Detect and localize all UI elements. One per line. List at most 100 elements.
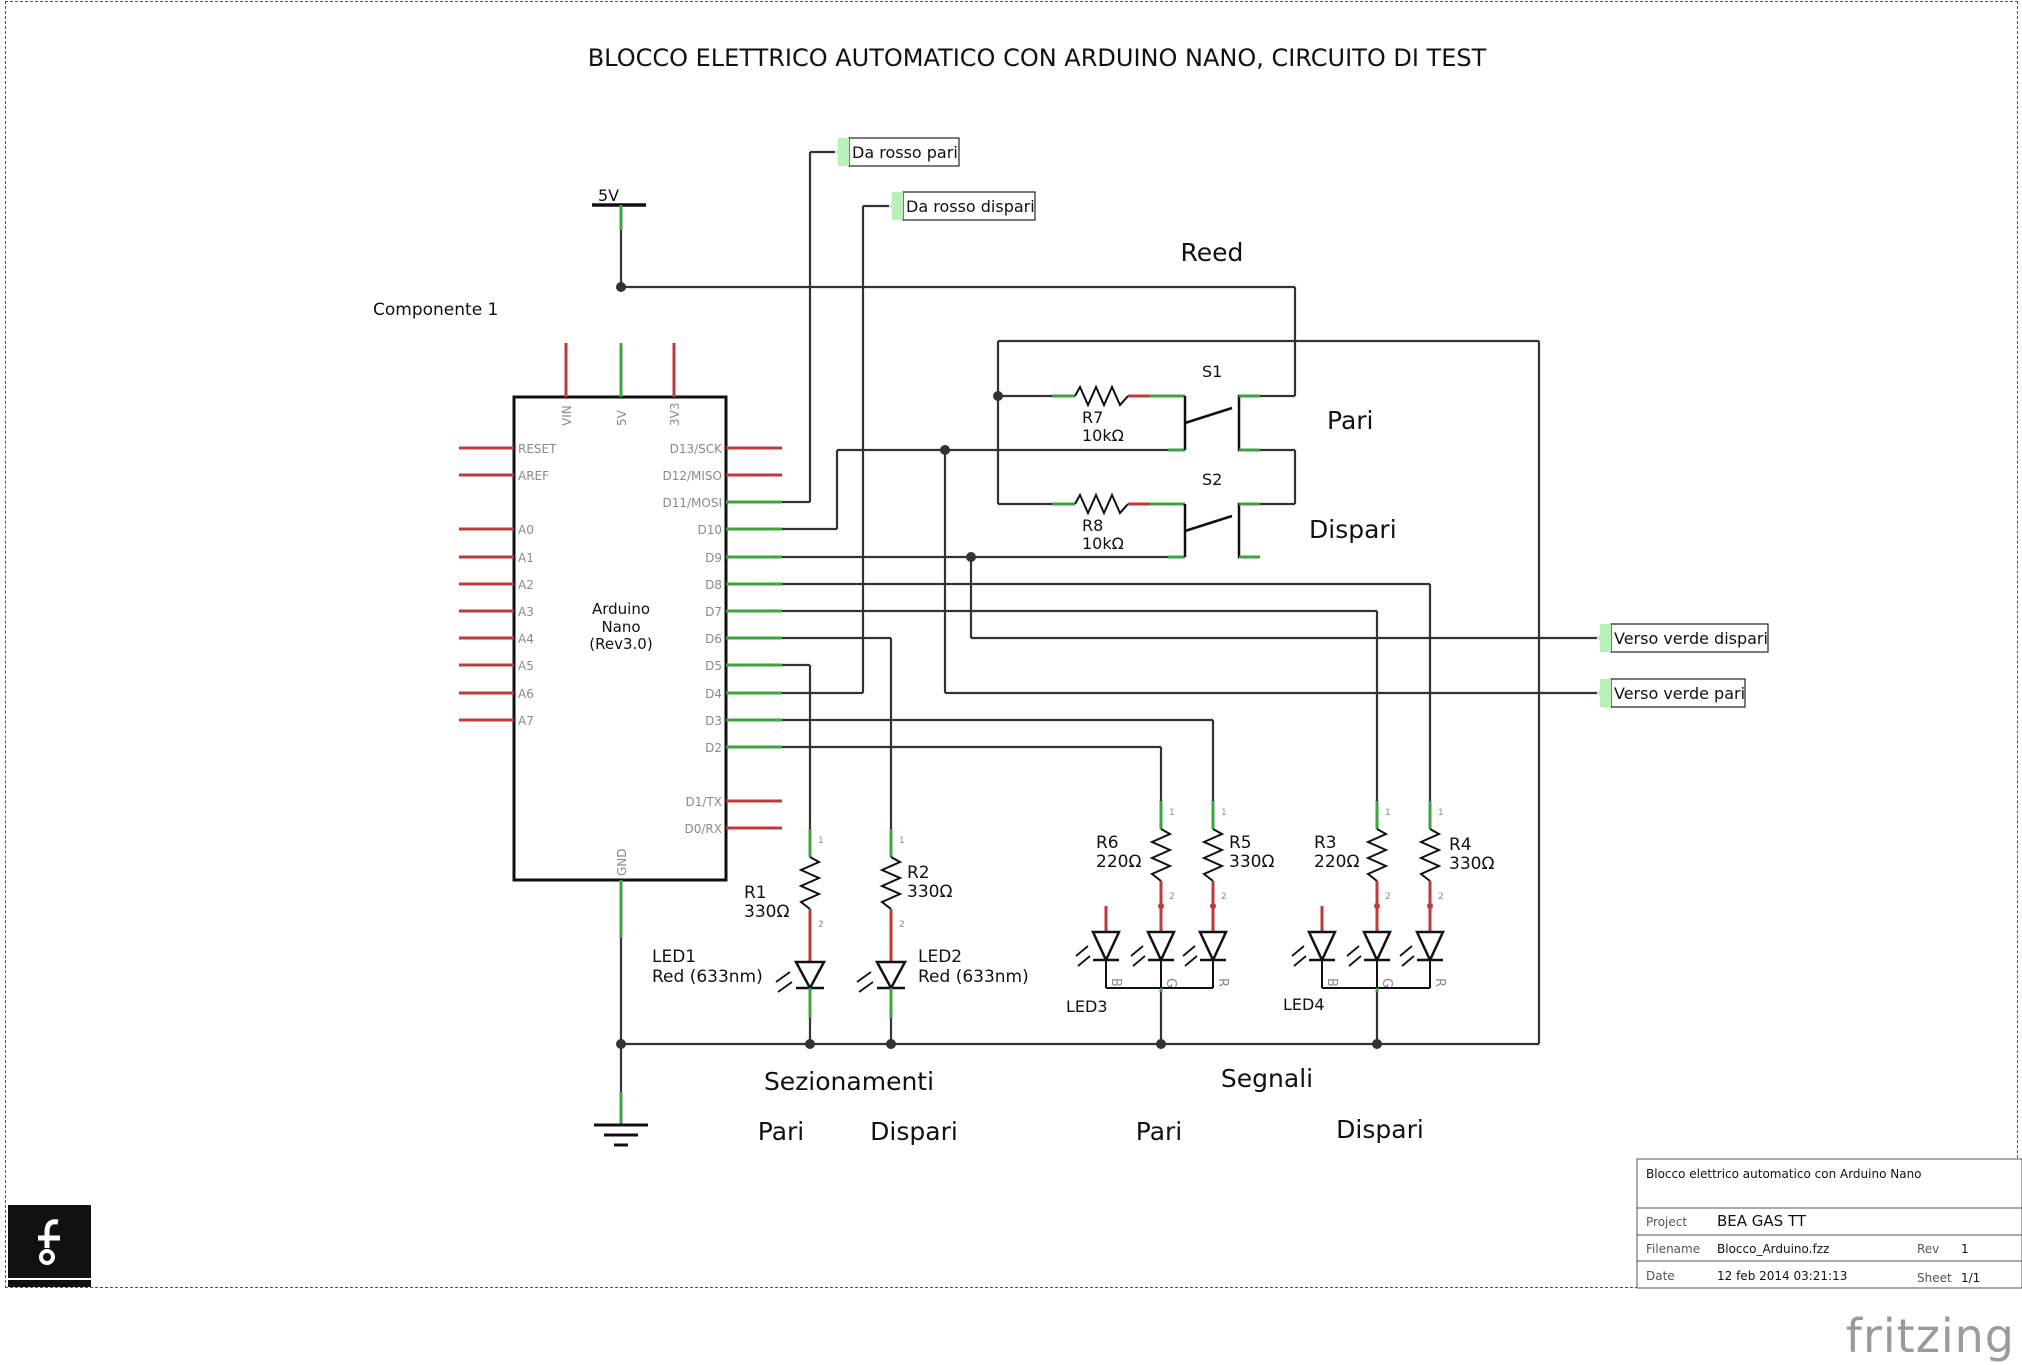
- pin-label-a0: A0: [518, 523, 534, 537]
- section-sez-pari: Pari: [758, 1117, 805, 1146]
- led-arrow: [1075, 945, 1089, 957]
- resistor-r2-body: [879, 856, 903, 910]
- led-arrow: [1293, 955, 1307, 967]
- resistor-name: R6: [1096, 833, 1119, 853]
- pin-number: 1: [899, 836, 905, 846]
- pin-number: 1: [1169, 808, 1175, 818]
- resistor-name: R5: [1229, 833, 1252, 853]
- switch-name: S2: [1202, 470, 1222, 489]
- pin-label-reset: RESET: [518, 442, 557, 456]
- pin-number: 2: [899, 920, 905, 930]
- net-label-verso-verde-dispari: Verso verde dispari: [1597, 623, 1769, 653]
- schematic-title: BLOCCO ELETTRICO AUTOMATICO CON ARDUINO …: [588, 44, 1487, 72]
- rgb-letter: G: [1379, 978, 1394, 988]
- section-sezionamenti: Sezionamenti: [764, 1067, 934, 1096]
- pin-label-d0-rx: D0/RX: [685, 822, 722, 836]
- pin-label-d12-miso: D12/MISO: [662, 469, 722, 483]
- switch-s2: S2 Dispari: [1168, 470, 1397, 559]
- resistor-r1-body: [798, 856, 822, 910]
- led-triangle: [1415, 930, 1445, 963]
- pin-number: 2: [1169, 892, 1175, 902]
- led-arrow: [1348, 955, 1362, 967]
- reed-switch-area: R7 10kΩ R8 10kΩ S1 Pari: [1052, 362, 1397, 559]
- title-block: Blocco elettrico automatico con Arduino …: [1636, 1158, 2022, 1289]
- led4-name: LED4: [1283, 995, 1325, 1014]
- junction-dots: [616, 282, 1382, 1049]
- pin-label-3v3: 3V3: [668, 403, 682, 426]
- led-name: LED1: [652, 947, 696, 967]
- led-arrow: [1077, 955, 1091, 967]
- led-arrow: [1346, 945, 1360, 957]
- resistor-r6-body: [1149, 828, 1173, 882]
- arduino-nano: RESETAREFA0A1A2A3A4A5A6A7D13/SCKD12/MISO…: [459, 343, 782, 938]
- led-dot: [1427, 903, 1433, 909]
- title-block-description: Blocco elettrico automatico con Arduino …: [1646, 1167, 1922, 1181]
- led-type: Red (633nm): [652, 967, 763, 987]
- vertical-resistors: R1330Ω12R2330Ω12R6220Ω12R5330Ω12R3220Ω12…: [744, 801, 1494, 933]
- pin-label-d5: D5: [705, 659, 722, 673]
- resistor-r4-body: [1418, 828, 1442, 882]
- pin-label-a5: A5: [518, 659, 534, 673]
- pin-label-a6: A6: [518, 687, 534, 701]
- resistor-r8: R8 10kΩ: [1052, 492, 1168, 553]
- net-label-da-rosso-pari: Da rosso pari: [835, 137, 960, 167]
- section-segnali: Segnali: [1221, 1064, 1313, 1093]
- pin-label-d2: D2: [705, 741, 722, 755]
- resistor-r7: R7 10kΩ: [1052, 384, 1168, 445]
- led-arrow: [1401, 955, 1415, 967]
- resistor-value: 330Ω: [1449, 854, 1494, 874]
- title-block-filename-value: Blocco_Arduino.fzz: [1717, 1242, 1829, 1256]
- net-label-text: Verso verde pari: [1614, 684, 1745, 703]
- pin-label-a4: A4: [518, 632, 534, 646]
- pin-number: 1: [1385, 808, 1391, 818]
- resistor-name: R1: [744, 883, 767, 903]
- pin-label-d8: D8: [705, 578, 722, 592]
- pin-label-vin: VIN: [560, 405, 574, 426]
- supply-5v-symbol: 5V: [592, 186, 646, 230]
- pin-number: 1: [1438, 808, 1444, 818]
- arduino-name-1: Arduino: [592, 600, 650, 618]
- pin-number: 2: [818, 920, 824, 930]
- section-seg-pari: Pari: [1136, 1117, 1183, 1146]
- supply-label: 5V: [598, 186, 619, 205]
- resistor-value: 220Ω: [1314, 852, 1359, 872]
- pin-label-d6: D6: [705, 632, 722, 646]
- title-block-project-label: Project: [1646, 1215, 1687, 1229]
- led-triangle: [1307, 930, 1337, 963]
- led-arrow: [1184, 955, 1198, 967]
- pin-label-a3: A3: [518, 605, 534, 619]
- section-sez-dispari: Dispari: [870, 1117, 958, 1146]
- wires: [619, 150, 1597, 1092]
- net-label-text: Da rosso dispari: [906, 197, 1035, 216]
- net-label-da-rosso-dispari: Da rosso dispari: [889, 191, 1036, 221]
- rgb-letter: G: [1163, 978, 1178, 988]
- led-dot: [1158, 903, 1164, 909]
- fritzing-wordmark: fritzing: [1846, 1309, 2015, 1363]
- resistor-r5-body: [1201, 828, 1225, 882]
- title-block-date-value: 12 feb 2014 03:21:13: [1717, 1269, 1847, 1283]
- rgb-letter: B: [1324, 978, 1339, 987]
- resistor-name: R3: [1314, 833, 1337, 853]
- switch-name: S1: [1202, 362, 1222, 381]
- rgb-letter: R: [1432, 978, 1447, 987]
- pin-label-d4: D4: [705, 687, 722, 701]
- switch-s1: S1 Pari: [1168, 362, 1374, 452]
- pin-label-d1-tx: D1/TX: [686, 795, 722, 809]
- resistor-value: 330Ω: [907, 882, 952, 902]
- component-label: Componente 1: [373, 300, 498, 320]
- led-triangle: [1146, 930, 1176, 963]
- rgb-letter: R: [1215, 978, 1230, 987]
- led2: LED2 Red (633nm): [856, 933, 1029, 1018]
- pin-number: 2: [1385, 892, 1391, 902]
- section-seg-dispari: Dispari: [1336, 1115, 1424, 1144]
- led-arrow: [1132, 955, 1146, 967]
- resistor-name: R2: [907, 863, 930, 883]
- resistor-name: R8: [1082, 516, 1103, 535]
- pin-label-gnd: GND: [615, 848, 629, 876]
- pin-label-5v: 5V: [615, 409, 629, 426]
- sheet-border: [5, 1, 2018, 1288]
- led-arrow: [1182, 945, 1196, 957]
